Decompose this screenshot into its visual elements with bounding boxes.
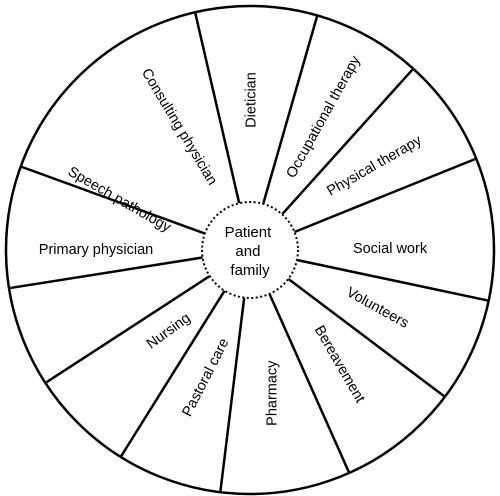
segment-label: Primary physician (39, 242, 153, 258)
center-label: Patient and family (225, 224, 276, 279)
center-label-line-1: Patient (225, 224, 273, 241)
segment-divider (219, 297, 246, 493)
segment-divider (296, 258, 489, 302)
segment-divider (20, 165, 206, 235)
segment-dividers (8, 12, 489, 493)
segment-divider (287, 277, 446, 398)
center-label-line-2: and (235, 243, 260, 260)
segment-divider (44, 275, 211, 384)
segment-divider (294, 157, 477, 234)
segment-label: Social work (353, 241, 428, 257)
segment-label: Pharmacy (265, 360, 281, 426)
segment-divider (8, 256, 203, 290)
segment-divider (193, 12, 241, 204)
segment-divider (119, 290, 226, 458)
segment-divider (268, 293, 351, 474)
center-label-line-3: family (230, 262, 270, 279)
segment-divider (261, 15, 319, 205)
segment-label: Dietician (243, 72, 259, 128)
center-circle (201, 201, 299, 299)
segment-divider (281, 67, 415, 216)
